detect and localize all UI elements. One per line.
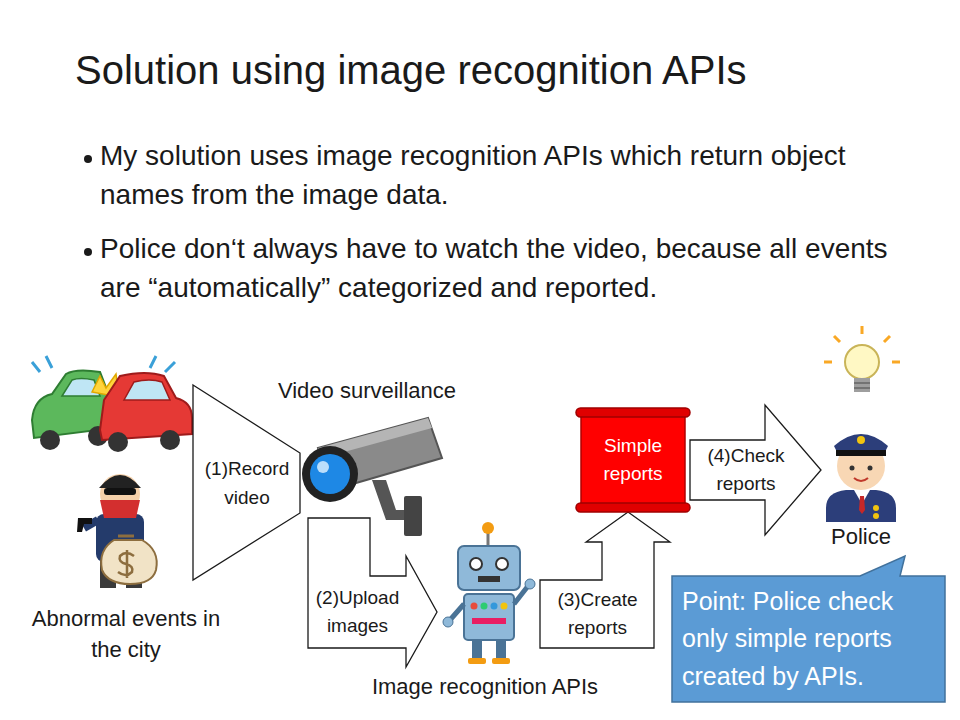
node-text: (3)Create reports bbox=[543, 580, 652, 648]
node-text: (2)Upload images bbox=[310, 576, 405, 648]
bullet-dot bbox=[84, 248, 92, 256]
record-video-arrow: (1)Record video bbox=[193, 385, 301, 581]
bullet-dot bbox=[84, 155, 92, 163]
check-reports-arrow-outline bbox=[690, 405, 822, 536]
node-text: (1)Record video bbox=[195, 455, 299, 512]
create-reports-arrow: (3)Create reports bbox=[540, 512, 671, 649]
car-crash-illustration bbox=[32, 356, 192, 452]
bullet-text: Police don‘t always have to watch the vi… bbox=[100, 230, 900, 307]
node-text: Point: Police check only simple reports … bbox=[682, 580, 937, 698]
point-callout: Point: Police check only simple reports … bbox=[672, 576, 945, 702]
figure-caption: Police bbox=[810, 524, 912, 550]
check-reports-arrow: (4)Check reports bbox=[690, 405, 822, 536]
police-illustration bbox=[826, 434, 896, 522]
lightbulb-illustration bbox=[824, 326, 900, 392]
figure-caption: Image recognition APIs bbox=[345, 674, 625, 700]
bullet-text: My solution uses image recognition APIs … bbox=[100, 137, 900, 214]
robber-illustration bbox=[77, 474, 157, 588]
report-scroll-outline bbox=[575, 408, 691, 512]
figure-caption: Video surveillance bbox=[262, 378, 472, 404]
node-text: Simple reports bbox=[583, 418, 683, 502]
report-scroll: Simple reports bbox=[575, 408, 691, 512]
robot-illustration bbox=[443, 522, 535, 664]
node-text: (4)Check reports bbox=[696, 441, 796, 499]
figure-caption: Abnormal events in the city bbox=[30, 604, 222, 666]
record-video-arrow-outline bbox=[193, 385, 301, 581]
upload-images-arrow: (2)Upload images bbox=[306, 518, 438, 668]
slide-title: Solution using image recognition APIs bbox=[75, 46, 935, 94]
